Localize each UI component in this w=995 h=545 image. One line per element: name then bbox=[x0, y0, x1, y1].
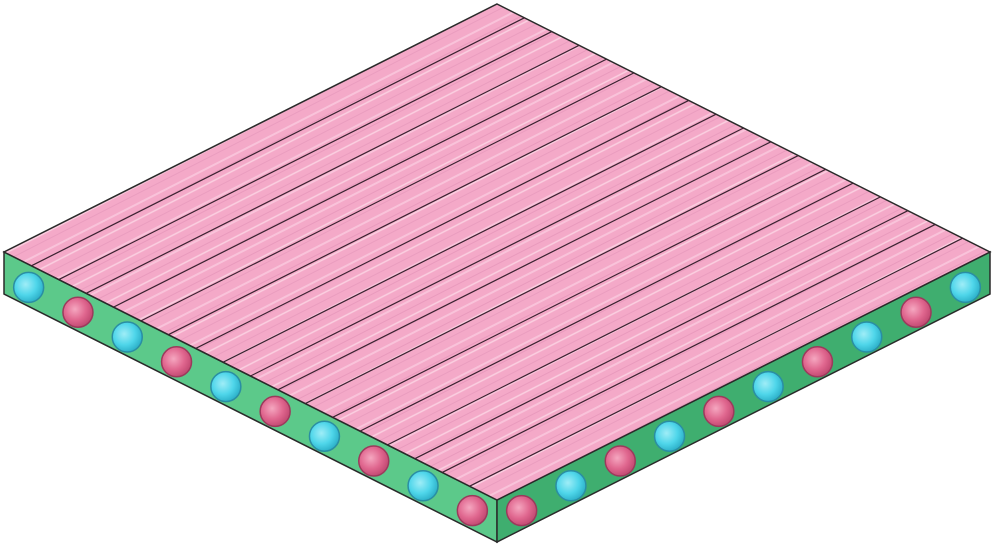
plank-seam bbox=[332, 168, 826, 418]
right-stud-red bbox=[703, 395, 735, 428]
plank-seam bbox=[85, 44, 580, 294]
right-stud-cyan bbox=[851, 321, 883, 353]
plank-seams bbox=[31, 17, 963, 487]
plank-seam bbox=[58, 31, 553, 281]
plank-seam bbox=[414, 210, 909, 460]
left-stud-cyan bbox=[407, 470, 439, 502]
right-stud-red bbox=[505, 494, 538, 527]
left-stud-red bbox=[259, 395, 291, 428]
plank-seam bbox=[387, 196, 881, 446]
plank-seam bbox=[195, 99, 689, 349]
plank-seam bbox=[277, 141, 772, 391]
plank-seam bbox=[113, 58, 607, 308]
plank-seam bbox=[250, 127, 744, 377]
left-stud-red bbox=[456, 494, 489, 527]
plank-seam bbox=[441, 223, 936, 473]
left-stud-cyan bbox=[210, 370, 242, 403]
right-stud-red bbox=[900, 296, 932, 328]
plank-seam bbox=[140, 72, 635, 322]
left-stud-cyan bbox=[111, 321, 143, 353]
plank-seam bbox=[31, 17, 525, 267]
right-stud-cyan bbox=[555, 470, 587, 502]
plank-seam bbox=[168, 86, 662, 336]
plank-seam bbox=[469, 237, 963, 487]
plank-seam bbox=[359, 182, 854, 432]
plank-seam bbox=[222, 113, 717, 363]
right-stud-cyan bbox=[653, 420, 686, 452]
right-stud-cyan bbox=[752, 370, 784, 403]
right-stud-red bbox=[604, 445, 636, 477]
side-studs bbox=[12, 271, 982, 527]
plank-seam bbox=[305, 155, 799, 405]
left-stud-cyan bbox=[12, 271, 45, 304]
left-stud-red bbox=[358, 445, 390, 477]
left-stud-red bbox=[160, 346, 193, 378]
left-stud-cyan bbox=[308, 420, 341, 452]
right-stud-cyan bbox=[949, 271, 982, 304]
right-stud-red bbox=[801, 346, 834, 378]
left-stud-red bbox=[62, 296, 94, 328]
